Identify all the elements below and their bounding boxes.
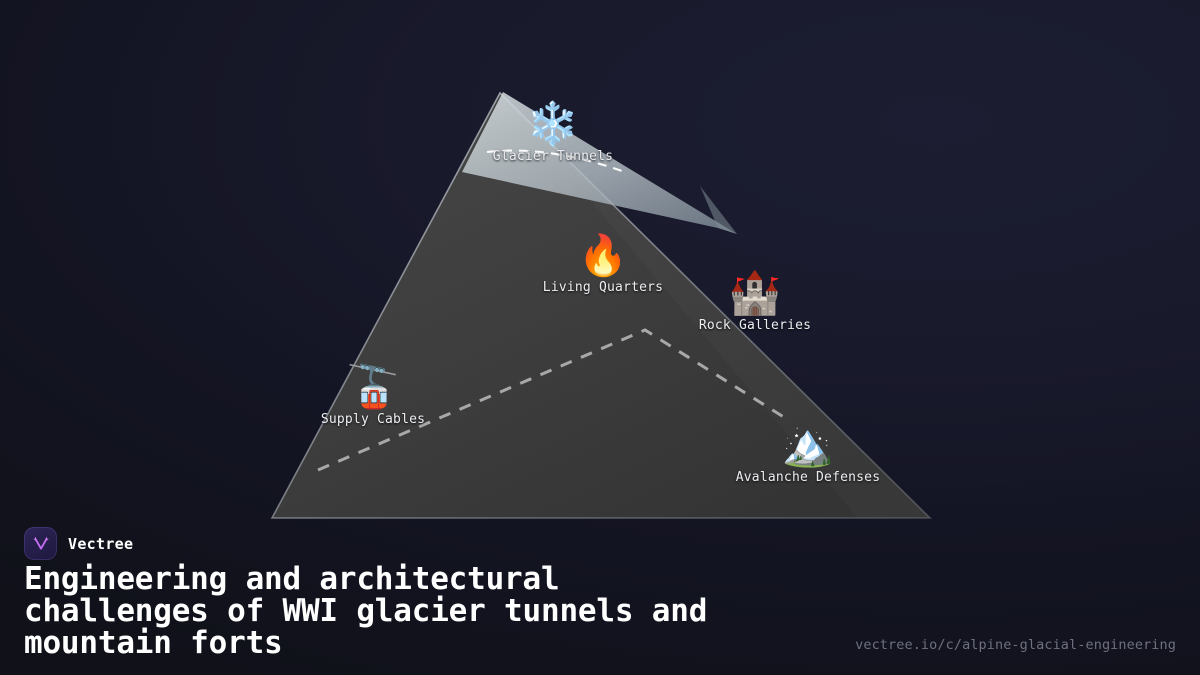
footer: Vectree Engineering and architectural ch… (0, 515, 1200, 675)
node-label-supply-cables: Supply Cables (320, 412, 426, 427)
node-label-rock-galleries: Rock Galleries (698, 318, 812, 333)
glacier-cap-shadow (700, 186, 737, 234)
brand[interactable]: Vectree (24, 527, 133, 560)
page-title: Engineering and architectural challenges… (24, 561, 708, 661)
castle-icon: 🏰 (728, 268, 782, 317)
snowflake-icon: ❄️ (526, 99, 580, 148)
vectree-logo-icon (24, 527, 57, 560)
brand-name: Vectree (68, 534, 134, 553)
node-label-glacier-tunnels: Glacier Tunnels (492, 149, 614, 164)
aerial-tramway-icon: 🚡 (346, 362, 400, 411)
mountain-body (270, 91, 932, 519)
node-rock-galleries[interactable]: 🏰 Rock Galleries (698, 268, 812, 334)
source-url: vectree.io/c/alpine-glacial-engineering (855, 637, 1176, 653)
fire-icon: 🔥 (578, 233, 628, 279)
node-avalanche-defenses[interactable]: 🏔️ Avalanche Defenses (735, 420, 881, 486)
node-glacier-tunnels[interactable]: ❄️ Glacier Tunnels (492, 99, 614, 165)
snow-capped-mountain-icon: 🏔️ (781, 420, 835, 469)
rock-gallery-dashed-path (317, 328, 791, 472)
glacier-tunnel-dashed-path (486, 149, 623, 172)
node-living-quarters[interactable]: 🔥 Living Quarters (543, 236, 663, 295)
node-supply-cables[interactable]: 🚡 Supply Cables (320, 362, 426, 428)
node-label-avalanche-defenses: Avalanche Defenses (735, 470, 881, 485)
node-label-living-quarters: Living Quarters (542, 280, 664, 295)
